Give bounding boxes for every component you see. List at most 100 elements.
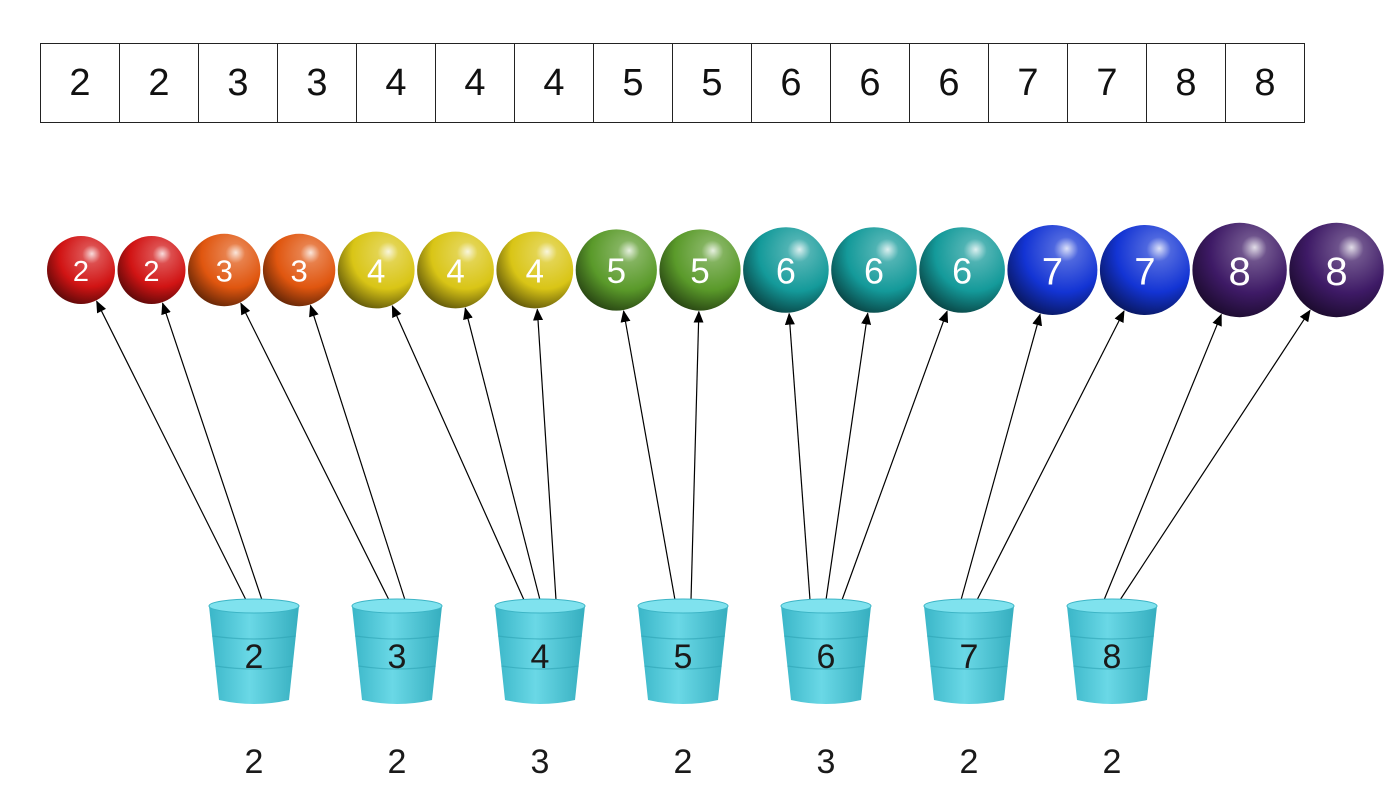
ball: 8: [1289, 222, 1384, 318]
bucket-label: 6: [817, 638, 836, 676]
ball-sphere: [262, 233, 336, 307]
arrow: [841, 310, 949, 601]
ball-sphere: [496, 231, 574, 309]
arrow: [690, 310, 704, 601]
ball: 8: [1192, 222, 1287, 318]
bucket-body: [638, 606, 728, 704]
ball-sphere: [47, 236, 115, 304]
bucket-count: 2: [1103, 743, 1122, 781]
ball-label: 3: [216, 254, 233, 289]
bucket-ridge: [1073, 665, 1151, 670]
bucket-count: 3: [531, 743, 550, 781]
bucket-rim: [780, 598, 872, 614]
bucket-rim: [637, 598, 729, 614]
bucket-label: 2: [245, 638, 264, 676]
ball: 4: [496, 231, 574, 309]
ball: 6: [831, 227, 917, 313]
bucket-ridge: [784, 635, 868, 640]
arrow: [240, 302, 390, 601]
bucket-rim: [351, 598, 443, 614]
ball-sphere: [1007, 225, 1098, 315]
array-cell: 6: [830, 43, 910, 123]
ball-label: 8: [1228, 250, 1250, 294]
ball: 2: [117, 236, 186, 304]
array-cell: 7: [988, 43, 1068, 123]
arrows: [96, 300, 1311, 601]
ball-label: 5: [607, 252, 626, 291]
ball: 6: [743, 227, 829, 313]
ball-sphere: [337, 231, 415, 309]
arrow: [620, 309, 676, 601]
ball-sphere: [188, 233, 261, 307]
ball: 3: [262, 233, 336, 307]
arrow: [1119, 309, 1311, 601]
bucket-4: 4: [494, 598, 586, 704]
ball: 7: [1099, 225, 1190, 315]
ball-label: 2: [143, 256, 159, 288]
ball-label: 7: [1042, 251, 1063, 293]
ball: 7: [1007, 225, 1098, 315]
ball-label: 4: [367, 252, 385, 289]
bucket-8: 8: [1066, 598, 1158, 704]
ball: 4: [417, 231, 494, 309]
bucket-ridge: [501, 665, 579, 670]
array-cell: 3: [277, 43, 357, 123]
ball-sphere: [575, 229, 657, 311]
ball: 4: [337, 231, 415, 309]
ball: 2: [47, 236, 115, 304]
bucket-count: 2: [960, 743, 979, 781]
arrow: [960, 313, 1043, 601]
bucket-count: 2: [388, 743, 407, 781]
arrow: [976, 310, 1125, 601]
array-cell: 3: [198, 43, 278, 123]
bucket-5: 5: [637, 598, 729, 704]
bucket-label: 8: [1103, 638, 1122, 676]
bucket-body: [924, 606, 1014, 704]
bucket-count: 3: [817, 743, 836, 781]
ball-sphere: [659, 229, 741, 311]
ball-label: 6: [776, 251, 796, 292]
bucket-ridge: [498, 635, 582, 640]
ball-label: 4: [526, 252, 544, 289]
ball-label: 7: [1134, 251, 1155, 293]
bucket-7: 7: [923, 598, 1015, 704]
bucket-6: 6: [780, 598, 872, 704]
buckets: 2 3 4 5 6 7 8: [208, 598, 1158, 704]
ball-label: 2: [73, 256, 89, 288]
array-cell: 7: [1067, 43, 1147, 123]
bucket-rim: [494, 598, 586, 614]
array-cell: 4: [514, 43, 594, 123]
arrow: [96, 300, 247, 601]
bucket-ridge: [1070, 635, 1154, 640]
ball-sphere: [1192, 222, 1287, 318]
array-cell: 6: [751, 43, 831, 123]
bucket-body: [495, 606, 585, 704]
arrow: [825, 312, 872, 601]
array-cell: 2: [40, 43, 120, 123]
ball-sphere: [1099, 225, 1190, 315]
bucket-3: 3: [351, 598, 443, 704]
ball: 6: [919, 227, 1005, 313]
bucket-body: [1067, 606, 1157, 704]
ball-sphere: [919, 227, 1005, 313]
bucket-count: 2: [245, 743, 264, 781]
ball: 3: [188, 233, 261, 307]
bucket-ridge: [930, 665, 1008, 670]
bucket-body: [781, 606, 871, 704]
arrow: [1103, 313, 1222, 601]
ball: 5: [575, 229, 657, 311]
ball-label: 3: [290, 254, 307, 289]
arrow: [309, 304, 406, 601]
array-cell: 6: [909, 43, 989, 123]
ball: 5: [659, 229, 741, 311]
bucket-ridge: [358, 665, 436, 670]
ball-sphere: [831, 227, 917, 313]
bucket-label: 3: [388, 638, 407, 676]
bucket-ridge: [927, 635, 1011, 640]
arrow: [463, 307, 541, 601]
bucket-label: 4: [531, 638, 550, 676]
ball-label: 6: [952, 251, 972, 292]
